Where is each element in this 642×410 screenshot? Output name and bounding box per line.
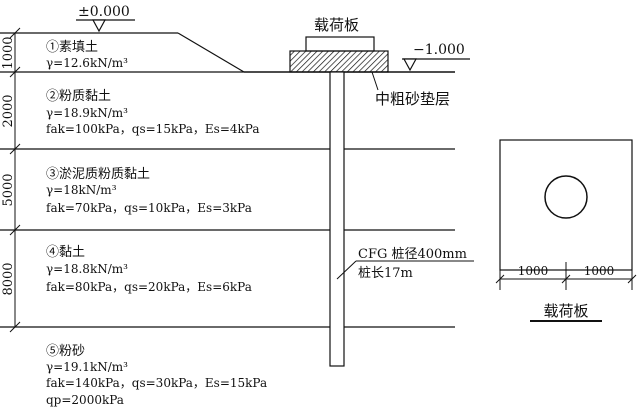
depth-dimension: 1000 2000 5000 8000 (1, 27, 21, 333)
layer-5-tip-resistance: qp=2000kPa (46, 393, 124, 407)
layer-5-description: ⑤粉砂 γ=19.1kN/m³ fak=140kPa，qs=30kPa，Es=1… (46, 344, 267, 407)
layer-4-description: ④黏土 γ=18.8kN/m³ fak=80kPa，qs=20kPa，Es=6k… (46, 244, 252, 294)
base-elevation-marker: −1.000 (402, 42, 470, 72)
layer-2-unit-weight: γ=18.9kN/m³ (46, 106, 128, 120)
pile-shaft (329, 71, 345, 367)
depth-label-4: 8000 (1, 262, 16, 295)
layer-3-parameters: fak=70kPa，qs=10kPa，Es=3kPa (46, 201, 252, 215)
load-plate: 载荷板 中粗砂垫层 (289, 16, 450, 108)
plan-title: 载荷板 (543, 302, 588, 320)
load-plate-shape (305, 36, 375, 52)
depth-label-1: 1000 (1, 36, 16, 69)
pile-leader-line (336, 260, 357, 280)
layer-3-unit-weight: γ=18kN/m³ (46, 183, 117, 197)
pile-diameter-label: CFG 桩径400mm (358, 247, 467, 262)
ground-elevation-marker: ±0.000 (76, 4, 135, 33)
layer-2-parameters: fak=100kPa，qs=15kPa，Es=4kPa (46, 122, 259, 136)
layer-5-name: ⑤粉砂 (46, 344, 85, 359)
sand-cushion-layer (289, 50, 389, 73)
pile-length-label: 桩长17m (358, 266, 413, 281)
pile-plan-circle (544, 175, 588, 219)
layer-4-parameters: fak=80kPa，qs=20kPa，Es=6kPa (46, 280, 252, 294)
layer-2-description: ②粉质黏土 γ=18.9kN/m³ fak=100kPa，qs=15kPa，Es… (46, 88, 259, 136)
fill-slope-line (177, 32, 245, 73)
depth-label-3: 5000 (1, 173, 16, 206)
layer-5-unit-weight: γ=19.1kN/m³ (46, 360, 128, 374)
layer-3-description: ③淤泥质粉质黏土 γ=18kN/m³ fak=70kPa，qs=10kPa，Es… (46, 166, 252, 215)
plan-dimension-left: 1000 (518, 264, 549, 278)
layer-1-unit-weight: γ=12.6kN/m³ (46, 56, 128, 70)
layer-1-description: ①素填土 γ=12.6kN/m³ (46, 40, 128, 70)
layer-3-name: ③淤泥质粉质黏土 (46, 166, 150, 182)
layer-5-parameters: fak=140kPa，qs=30kPa，Es=15kPa (46, 376, 267, 390)
load-plate-label: 载荷板 (314, 16, 359, 34)
layer-4-unit-weight: γ=18.8kN/m³ (46, 262, 128, 276)
cushion-leader-line (371, 71, 379, 91)
cfg-pile: CFG 桩径400mm 桩长17m (329, 71, 474, 367)
sand-cushion-label: 中粗砂垫层 (375, 90, 450, 108)
depth-label-2: 2000 (1, 94, 16, 127)
layer-1-name: ①素填土 (46, 40, 98, 55)
plate-plan-view: 1000 1000 载荷板 (495, 139, 637, 322)
plan-dimension-right: 1000 (584, 264, 615, 278)
layer-4-name: ④黏土 (46, 244, 85, 260)
base-elevation-label: −1.000 (413, 42, 465, 58)
layer-2-name: ②粉质黏土 (46, 88, 111, 104)
ground-elevation-label: ±0.000 (78, 4, 130, 20)
